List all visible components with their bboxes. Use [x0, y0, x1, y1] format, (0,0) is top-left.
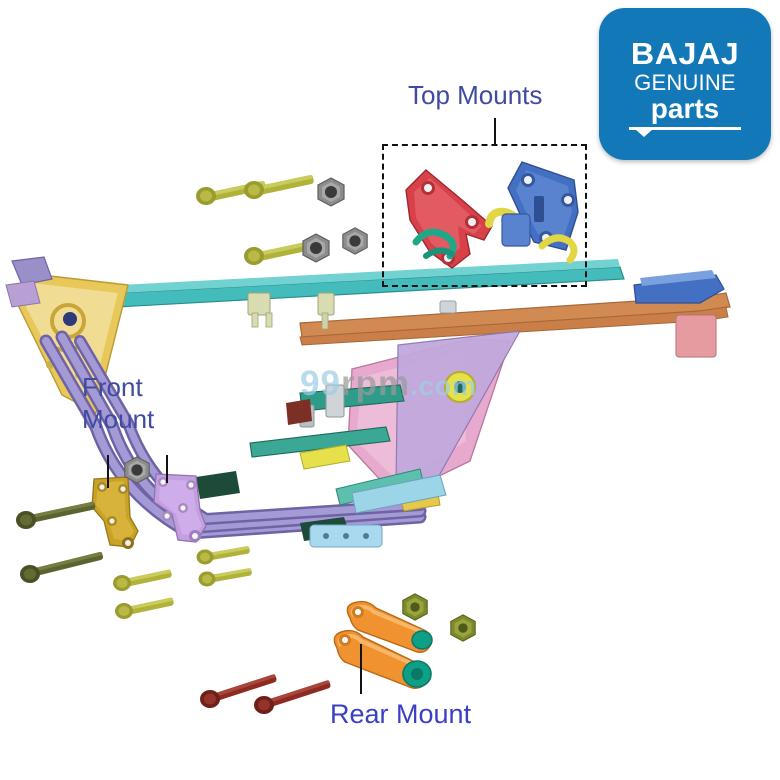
leader-line-top-mounts	[494, 118, 496, 144]
flange-bolt-gold	[198, 568, 252, 587]
logo-brand-text: BAJAJ	[630, 35, 740, 71]
top-mount-bracket-right	[507, 161, 579, 264]
long-bolt-maroon	[200, 674, 277, 708]
top-mount-bracket-left	[405, 169, 493, 269]
flange-bolt-gold	[244, 174, 314, 199]
callout-label-top-mounts: Top Mounts	[408, 80, 543, 110]
leader-line-front-purple	[166, 455, 168, 483]
callout-label-rear-mount: Rear Mount	[330, 699, 472, 729]
logo-underline	[629, 127, 741, 138]
front-mount-bracket-gold	[91, 476, 139, 549]
long-bolt-olive	[16, 501, 96, 529]
chevron-down-icon	[635, 129, 653, 138]
hex-nut-olive	[450, 614, 476, 642]
hex-nut-olive	[402, 593, 428, 621]
hex-nut-steel	[302, 233, 330, 263]
logo-genuine-text: GENUINE	[634, 69, 736, 95]
top-mount-plate-blue	[501, 213, 531, 247]
long-bolt-olive	[20, 551, 104, 583]
top-mounts-dashed-box	[382, 144, 587, 287]
flange-bolt-gold	[113, 569, 172, 591]
logo-parts-text: parts	[650, 93, 720, 125]
99rpm-watermark: 99rpm.com	[300, 366, 477, 401]
watermark-part-com: .com	[410, 371, 478, 401]
hex-nut-steel	[124, 456, 150, 484]
rear-mount-link-lower	[333, 629, 432, 689]
flange-bolt-gold	[196, 546, 250, 565]
watermark-part-99: 99	[300, 364, 341, 403]
rear-mount-link-upper	[346, 600, 433, 653]
callout-label-front-mount: Front Mount	[82, 372, 155, 434]
front-mount-bracket-purple	[153, 473, 207, 543]
hex-nut-steel	[317, 177, 345, 207]
long-bolt-maroon	[254, 680, 331, 714]
bajaj-genuine-parts-logo: BAJAJ GENUINE parts	[599, 8, 771, 160]
hex-nut-steel	[342, 227, 368, 255]
leader-line-rear-mount	[360, 644, 362, 694]
watermark-part-rpm: rpm	[340, 364, 411, 403]
flange-bolt-gold	[244, 240, 314, 265]
motorcycle-frame-assembly	[5, 256, 731, 548]
flange-bolt-gold	[115, 597, 174, 619]
leader-line-front-gold	[107, 455, 109, 488]
